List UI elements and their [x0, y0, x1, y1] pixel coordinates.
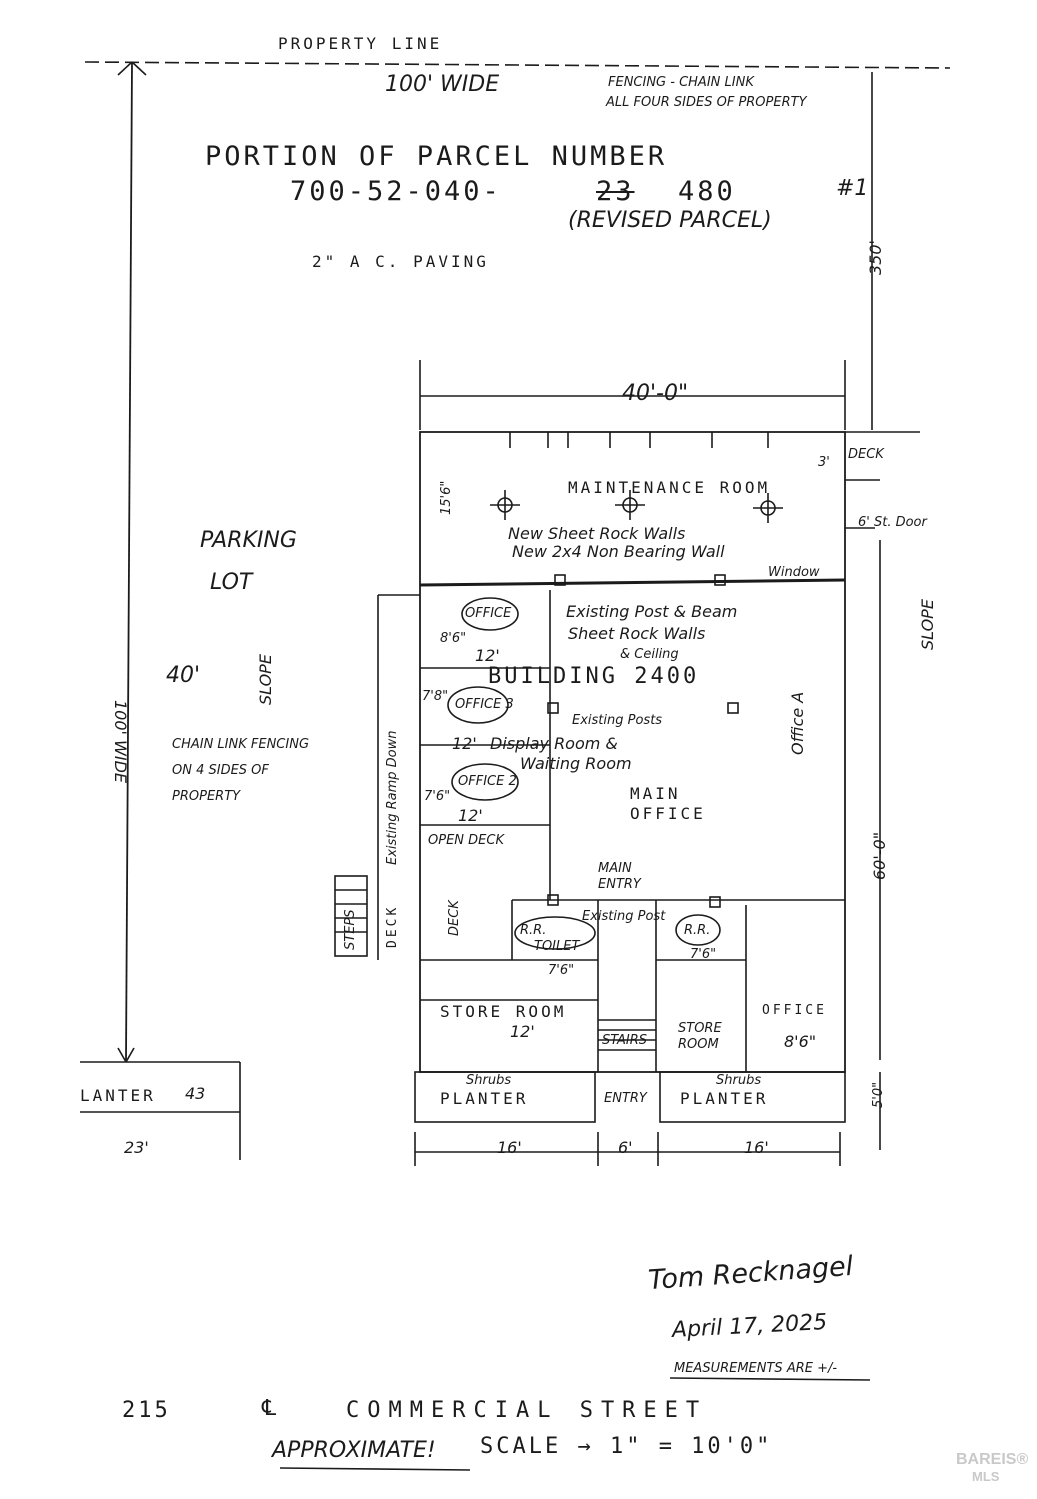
- dim-6: 6': [618, 1138, 633, 1157]
- rr-toilet-2: TOILET: [534, 939, 580, 954]
- dim-5: 5'0": [871, 1081, 886, 1108]
- existing-post-label: Existing Post: [582, 909, 666, 924]
- shrubs-right: Shrubs: [716, 1073, 762, 1088]
- parcel-label: PORTION OF PARCEL NUMBER: [205, 141, 668, 172]
- main-entry-1: MAIN: [598, 861, 632, 876]
- planter-number: 43: [185, 1084, 206, 1103]
- slope-right-label: SLOPE: [918, 599, 937, 650]
- watermark-mls: MLS: [972, 1469, 1000, 1484]
- parking-label-2: LOT: [210, 570, 253, 595]
- dim-12b: 12': [452, 734, 477, 753]
- store-room-2a: STORE: [678, 1021, 722, 1036]
- centerline-mark: ℄: [262, 1396, 280, 1421]
- property-line-left: [125, 61, 133, 1061]
- dim-16b: 16': [744, 1138, 769, 1157]
- dim-12a: 12': [475, 646, 500, 665]
- main-entry-2: ENTRY: [598, 877, 641, 892]
- address-number: 215: [122, 1398, 171, 1423]
- parcel-number-crossed: 23: [596, 176, 635, 207]
- main-office-label-2: OFFICE: [630, 804, 706, 823]
- dim-12d: 12': [510, 1022, 535, 1041]
- maintenance-room-label: MAINTENANCE ROOM: [568, 478, 771, 497]
- dim-23: 23': [124, 1138, 149, 1157]
- dim-12c: 12': [458, 806, 483, 825]
- chain-note-3: PROPERTY: [172, 789, 241, 804]
- existing-note-2: Sheet Rock Walls: [568, 624, 706, 643]
- width-top-label: 100' WIDE: [385, 72, 500, 97]
- existing-note-1: Existing Post & Beam: [566, 602, 738, 621]
- display-room-1: Display Room &: [490, 734, 618, 753]
- revised-parcel: (REVISED PARCEL): [568, 208, 772, 233]
- depth-right-label: 350': [866, 240, 885, 275]
- fencing-note-2: ALL FOUR SIDES OF PROPERTY: [606, 95, 807, 110]
- dim-78: 7'8": [422, 689, 449, 704]
- deck-small-label: DECK: [848, 447, 884, 462]
- store-room-2b: ROOM: [678, 1037, 719, 1052]
- dim-86b: 8'6": [784, 1032, 817, 1051]
- planter-right: PLANTER: [680, 1089, 769, 1108]
- street-name: COMMERCIAL STREET: [346, 1398, 708, 1423]
- store-room-label: STORE ROOM: [440, 1002, 567, 1021]
- width-left-label: 100' WIDE: [111, 700, 130, 783]
- dim-40: 40'-0": [622, 381, 689, 406]
- office-a-label: Office A: [788, 691, 807, 755]
- office-2-label: OFFICE 2: [458, 774, 517, 789]
- existing-note-3: & Ceiling: [620, 647, 679, 662]
- chain-note-1: CHAIN LINK FENCING: [172, 737, 310, 752]
- property-line-label: PROPERTY LINE: [278, 34, 443, 53]
- parking-label-1: PARKING: [200, 528, 297, 553]
- dim-76c: 7'6": [690, 947, 717, 962]
- dim-76a: 7'6": [424, 789, 451, 804]
- dim-left-arrow: [117, 1047, 127, 1063]
- open-deck-label: OPEN DECK: [428, 833, 504, 848]
- deck-mid-label: DECK: [447, 900, 462, 936]
- dim-86: 8'6": [440, 631, 467, 646]
- dim-3: 3': [818, 455, 830, 470]
- parcel-mark: #1: [836, 176, 869, 201]
- dim-15: 15'6": [439, 480, 454, 515]
- st-door-label: 6' St. Door: [858, 515, 927, 530]
- maintenance-wall: [419, 578, 846, 587]
- building-outline: [419, 431, 846, 1073]
- paving-note: 2" A C. PAVING: [312, 252, 489, 271]
- steps-label: STEPS: [343, 909, 358, 951]
- approximate-label: APPROXIMATE!: [272, 1438, 436, 1463]
- watermark-bareis: BAREIS®: [956, 1451, 1029, 1468]
- chain-note-2: ON 4 SIDES OF: [172, 763, 269, 778]
- shrubs-left: Shrubs: [466, 1073, 512, 1088]
- display-room-2: Waiting Room: [520, 754, 632, 773]
- main-office-label-1: MAIN: [630, 784, 681, 803]
- fencing-note-1: FENCING - CHAIN LINK: [608, 75, 754, 90]
- window-label: Window: [768, 565, 820, 580]
- parcel-number: 700-52-040-: [290, 176, 502, 207]
- slope-left-label: SLOPE: [256, 654, 275, 705]
- office-3-label: OFFICE 3: [455, 697, 514, 712]
- stairs-label: STAIRS: [602, 1033, 648, 1048]
- deck-left-label: DECK: [385, 904, 400, 948]
- new-walls-note-1: New Sheet Rock Walls: [508, 524, 686, 543]
- measurements-note: MEASUREMENTS ARE +/-: [674, 1361, 838, 1376]
- entry-label: ENTRY: [604, 1091, 647, 1106]
- rr-toilet-1: R.R.: [520, 923, 547, 938]
- dim-60: 60'-0": [870, 831, 889, 880]
- existing-posts-label: Existing Posts: [572, 713, 663, 728]
- scale-label: SCALE → 1" = 10'0": [480, 1434, 773, 1459]
- lot-40-label: 40': [166, 663, 201, 688]
- ramp-label: Existing Ramp Down: [385, 730, 400, 865]
- building-area-label: BUILDING 2400: [488, 664, 700, 689]
- parcel-number-new: 480: [678, 176, 736, 207]
- property-line-top: [84, 61, 951, 69]
- dim-16a: 16': [497, 1138, 522, 1157]
- office-right-label: OFFICE: [762, 1003, 827, 1018]
- new-walls-note-2: New 2x4 Non Bearing Wall: [512, 542, 725, 561]
- rr-right-label: R.R.: [684, 923, 711, 938]
- planter-left: PLANTER: [440, 1089, 529, 1108]
- dim-76b: 7'6": [548, 963, 575, 978]
- office-1-label: OFFICE: [465, 606, 512, 621]
- planter-left-label: LANTER: [80, 1086, 156, 1105]
